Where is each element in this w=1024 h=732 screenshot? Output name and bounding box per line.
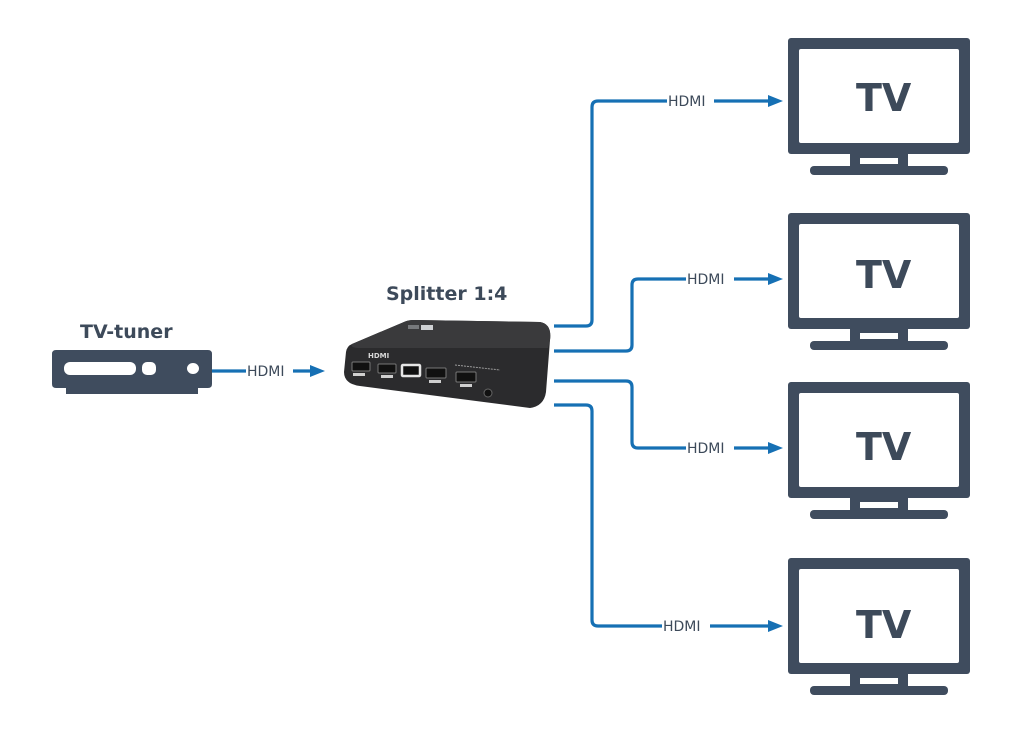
output-2-hdmi-label: HDMI <box>687 272 725 288</box>
output-cable-4: HDMI <box>554 403 783 635</box>
tv-1: TV <box>788 38 970 175</box>
tv-2-label: TV <box>856 253 912 297</box>
set-top-box-icon <box>52 350 212 394</box>
output-cable-3: HDMI <box>554 379 783 457</box>
hdmi-splitter-device-icon: HDMI <box>344 320 551 408</box>
tv-icon <box>788 213 970 350</box>
arrow-icon <box>768 95 783 107</box>
splitter-brand-text: HDMI <box>368 352 389 360</box>
tv-4-label: TV <box>856 603 912 647</box>
output-cable-1: HDMI <box>554 94 783 328</box>
tv-icon <box>788 558 970 695</box>
input-hdmi-label: HDMI <box>247 364 285 380</box>
arrow-icon <box>768 442 783 454</box>
tv-4: TV <box>788 558 970 695</box>
tv-2: TV <box>788 213 970 350</box>
tv-3: TV <box>788 382 970 519</box>
arrow-icon <box>768 620 783 632</box>
tv-1-label: TV <box>856 76 912 120</box>
input-hdmi-cable: HDMI <box>212 364 325 380</box>
output-4-hdmi-label: HDMI <box>663 619 701 635</box>
tv-icon <box>788 38 970 175</box>
output-1-hdmi-label: HDMI <box>668 94 706 110</box>
arrow-icon <box>768 273 783 285</box>
output-cable-2: HDMI <box>554 272 783 353</box>
arrow-icon <box>310 365 325 377</box>
tv-tuner-label: TV-tuner <box>80 321 173 343</box>
output-3-hdmi-label: HDMI <box>687 441 725 457</box>
tv-3-label: TV <box>856 425 912 469</box>
tv-icon <box>788 382 970 519</box>
tv-tuner: TV-tuner <box>52 321 212 394</box>
splitter-label: Splitter 1:4 <box>386 283 507 305</box>
splitter: Splitter 1:4 HDMI <box>344 283 551 408</box>
